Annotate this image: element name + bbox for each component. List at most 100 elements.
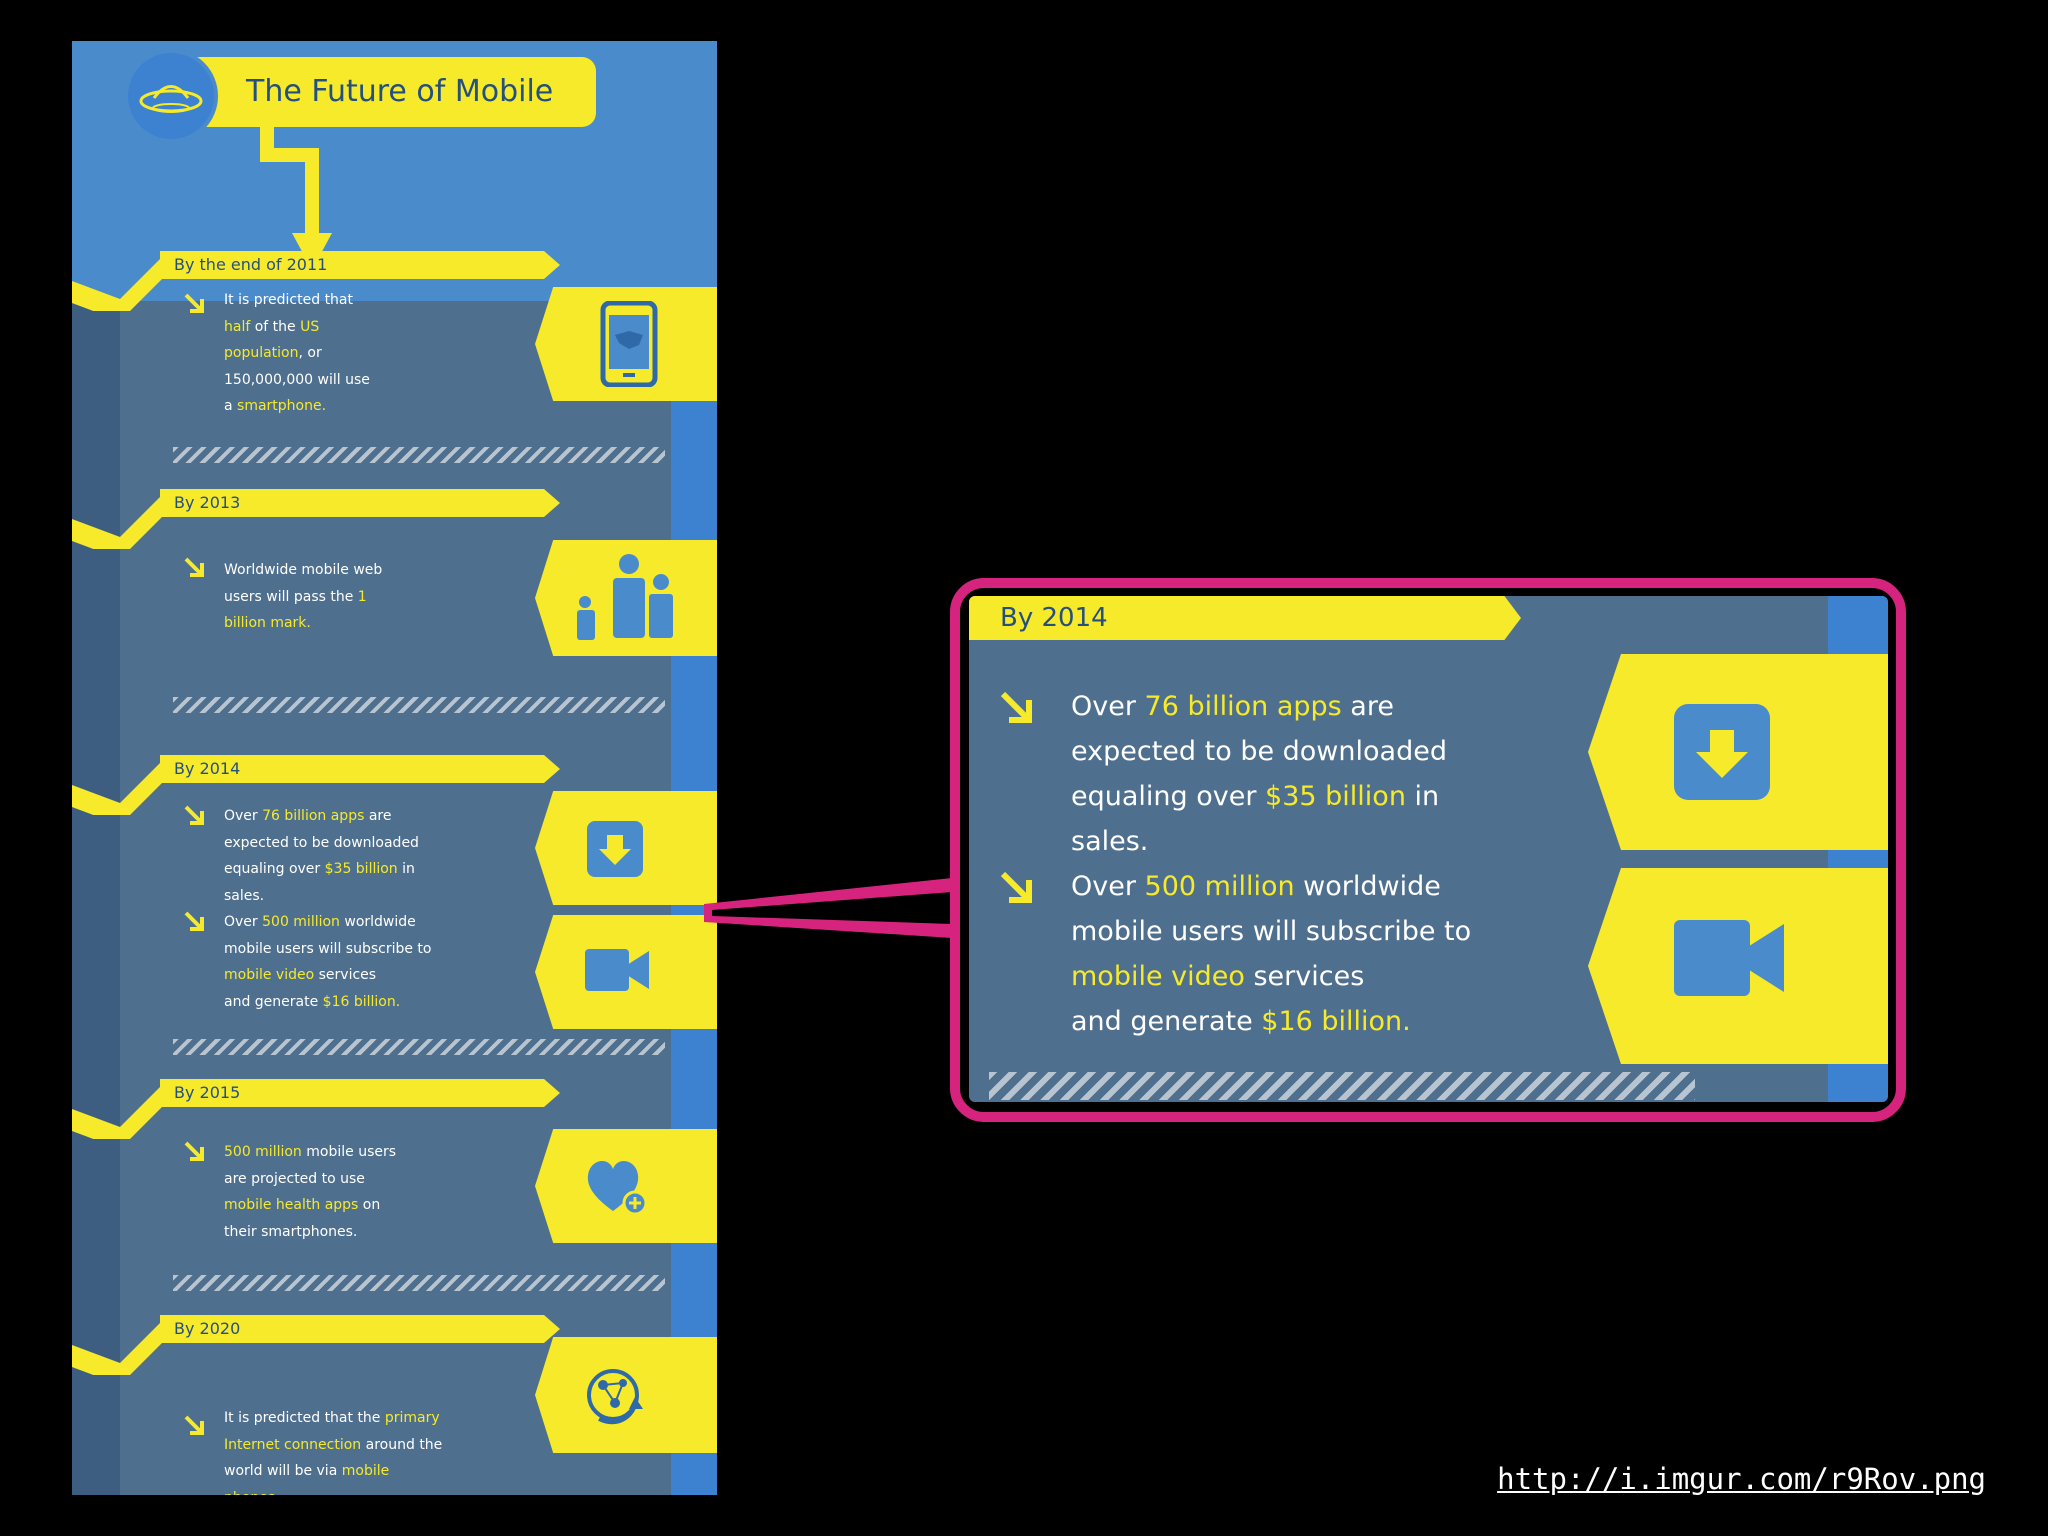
- plain-text: services: [314, 967, 377, 983]
- highlight-text: $35 billion: [324, 861, 398, 877]
- plain-text: worldwide: [1294, 871, 1441, 902]
- plain-text: and generate: [224, 993, 323, 1010]
- section-chevron: [72, 1315, 168, 1375]
- plain-text: users will pass the: [224, 588, 358, 605]
- text-line: Over 500 million worldwide: [224, 909, 484, 936]
- text-line: expected to be downloaded: [1071, 729, 1631, 774]
- infographic-panel: The Future of Mobile By the end of 2011 …: [72, 41, 717, 1495]
- plain-text: around the: [361, 1436, 443, 1453]
- family-people-icon: [577, 554, 673, 640]
- video-camera-icon: [585, 949, 649, 991]
- highlight-text: 500 million: [262, 914, 340, 930]
- text-line: It is predicted that: [224, 287, 484, 314]
- highlight-text: 500 million: [1144, 871, 1295, 902]
- highlight-text: billion mark.: [224, 615, 311, 631]
- plain-text: , or: [298, 345, 322, 361]
- text-line: mobile video services: [224, 962, 484, 989]
- zoom-icon-tab: [1588, 868, 1888, 1064]
- arrow-down-right-icon: [184, 911, 204, 931]
- arrow-down-right-icon: [184, 293, 204, 313]
- plain-text: worldwide: [339, 914, 416, 930]
- plain-text: Over: [224, 914, 263, 930]
- text-line: and generate $16 billion.: [224, 989, 484, 1016]
- section-divider: [173, 1039, 665, 1055]
- arrow-down-right-icon: [184, 805, 204, 825]
- plain-text: It is predicted that the: [224, 1410, 385, 1426]
- text-line: their smartphones.: [224, 1219, 484, 1246]
- plain-text: in: [1405, 781, 1440, 812]
- plain-text: sales.: [1071, 826, 1149, 857]
- plain-text: mobile users: [301, 1144, 397, 1160]
- plain-text: equaling over: [224, 861, 325, 877]
- plain-text: Worldwide mobile web: [224, 562, 383, 578]
- section-divider: [173, 1275, 665, 1291]
- plain-text: mobile users will subscribe to: [224, 940, 432, 957]
- plain-text: Over: [1071, 691, 1145, 722]
- plain-text: a: [224, 398, 238, 414]
- ufo-icon: [124, 49, 218, 143]
- highlight-text: $16 billion.: [322, 993, 401, 1010]
- highlight-text: mobile video: [1071, 961, 1245, 992]
- text-line: population, or: [224, 340, 484, 367]
- section-chevron: [72, 251, 168, 311]
- section-chevron: [72, 755, 168, 815]
- text-line: expected to be downloaded: [224, 830, 484, 857]
- text-line: 150,000,000 will use: [224, 367, 484, 394]
- highlight-text: smartphone.: [237, 398, 327, 414]
- smartphone-usa-map-icon: [600, 301, 658, 387]
- highlight-text: 1: [357, 588, 367, 605]
- plain-text: 150,000,000 will use: [224, 371, 370, 388]
- plain-text: world will be via: [224, 1463, 342, 1479]
- arrow-down-right-icon: [1000, 691, 1032, 723]
- text-line: Over 76 billion apps are: [1071, 684, 1631, 729]
- text-line: half of the US: [224, 314, 484, 341]
- highlight-text: 76 billion apps: [1144, 691, 1342, 722]
- icon-tab: [535, 1337, 717, 1453]
- text-line: a smartphone.: [224, 393, 484, 420]
- arrow-down-right-icon: [1000, 871, 1032, 903]
- highlight-text: mobile video: [224, 967, 315, 983]
- plain-text: It is predicted that: [224, 292, 353, 308]
- text-line: mobile users will subscribe to: [1071, 909, 1631, 954]
- highlight-text: Internet connection: [224, 1436, 362, 1453]
- text-line: sales.: [1071, 819, 1631, 864]
- text-line: Worldwide mobile web: [224, 557, 484, 584]
- section-heading: By the end of 2011: [160, 251, 560, 279]
- highlight-text: mobile health apps: [224, 1197, 359, 1213]
- highlight-text: $16 billion.: [1261, 1006, 1411, 1037]
- text-line: mobile health apps on: [224, 1192, 484, 1219]
- text-line: 500 million mobile users: [224, 1139, 484, 1166]
- text-line: equaling over $35 billion in: [224, 856, 484, 883]
- plain-text: on: [358, 1197, 381, 1213]
- highlight-text: mobile: [341, 1463, 390, 1479]
- highlight-text: 500 million: [224, 1144, 302, 1160]
- download-icon: [1674, 704, 1770, 800]
- heart-plus-icon: [587, 1160, 648, 1216]
- text-line: Over 76 billion apps are: [224, 803, 484, 830]
- source-link[interactable]: http://i.imgur.com/r9Rov.png: [1497, 1462, 1986, 1496]
- highlight-text: phones.: [224, 1490, 280, 1496]
- highlight-text: US: [300, 318, 320, 335]
- text-line: and generate $16 billion.: [1071, 999, 1631, 1044]
- plain-text: equaling over: [1071, 781, 1266, 812]
- text-line: mobile video services: [1071, 954, 1631, 999]
- text-line: world will be via mobile: [224, 1458, 524, 1485]
- infographic-left-strip: [72, 301, 120, 1495]
- section-heading: By 2015: [160, 1079, 560, 1107]
- plain-text: are projected to use: [224, 1170, 365, 1187]
- plain-text: in: [397, 861, 415, 877]
- plain-text: services: [1244, 961, 1365, 992]
- icon-tab: [535, 540, 717, 656]
- zoom-heading: By 2014: [969, 596, 1521, 640]
- text-line: Over 500 million worldwide: [1071, 864, 1631, 909]
- text-line: mobile users will subscribe to: [224, 936, 484, 963]
- section-chevron: [72, 1079, 168, 1139]
- plain-text: sales.: [224, 887, 265, 904]
- text-line: equaling over $35 billion in: [1071, 774, 1631, 819]
- text-line: sales.: [224, 883, 484, 910]
- plain-text: Over: [1071, 871, 1145, 902]
